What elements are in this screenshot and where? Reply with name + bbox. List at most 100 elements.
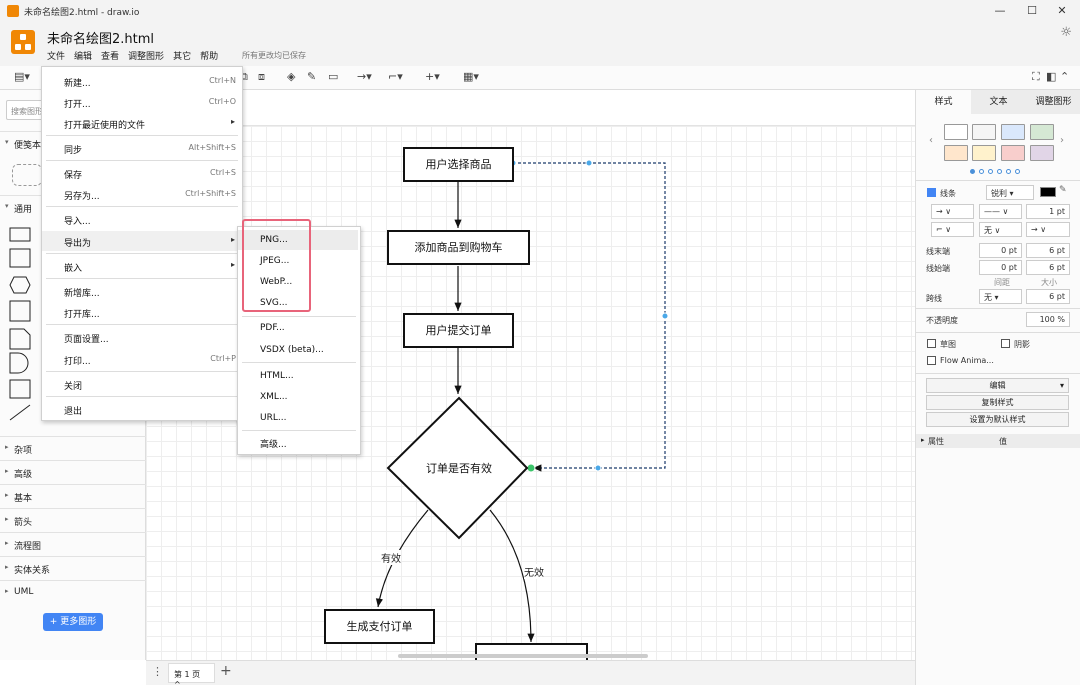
line-end-spacing-input[interactable]: 0 pt [979, 243, 1022, 258]
view-panels-icon[interactable]: ▤▾ [14, 70, 30, 83]
menu-item-open-recent[interactable]: 打开最近使用的文件▸ [64, 117, 235, 131]
export-pdf[interactable]: PDF... [260, 323, 285, 333]
connection-icon[interactable]: →▾ [357, 70, 372, 83]
pages-menu-icon[interactable]: ⋮ [152, 665, 163, 678]
section-flowchart[interactable]: ▸流程图 [0, 532, 146, 556]
collapse-icon[interactable]: ⌃ [1060, 70, 1070, 83]
menu-help[interactable]: 帮助 [200, 52, 219, 62]
section-advanced[interactable]: ▸高级 [0, 460, 146, 484]
tab-style[interactable]: 样式 [916, 90, 971, 114]
style-swatch[interactable] [944, 124, 968, 140]
line-color-swatch[interactable] [1040, 187, 1056, 197]
section-arrows[interactable]: ▸箭头 [0, 508, 146, 532]
menu-item-page-setup[interactable]: 页面设置... [64, 335, 109, 345]
general-shapes-icon[interactable] [8, 225, 42, 425]
section-misc[interactable]: ▸杂项 [0, 436, 146, 460]
fill-color-icon[interactable]: ◈ [287, 70, 296, 83]
copy-style-button[interactable]: 复制样式 [926, 395, 1069, 410]
line-start-spacing-input[interactable]: 0 pt [979, 260, 1022, 275]
shadow-icon[interactable]: ▭ [328, 70, 339, 83]
close-button[interactable]: ✕ [1057, 4, 1067, 17]
maximize-button[interactable]: ☐ [1027, 4, 1037, 17]
tab-arrange[interactable]: 调整图形 [1026, 90, 1080, 114]
jump-size-input[interactable]: 6 pt [1026, 289, 1070, 304]
style-swatch[interactable] [972, 124, 996, 140]
format-panel-icon[interactable]: ◧ [1046, 70, 1057, 83]
tab-text[interactable]: 文本 [971, 90, 1026, 114]
document-title[interactable]: 未命名绘图2.html [47, 32, 155, 47]
swatch-page-dot[interactable] [1006, 169, 1011, 174]
set-default-style-button[interactable]: 设置为默认样式 [926, 412, 1069, 427]
node-generate-payment[interactable]: 生成支付订单 [324, 609, 435, 644]
prev-swatches-icon[interactable]: ‹ [929, 135, 933, 146]
style-swatch[interactable] [972, 145, 996, 161]
line-start-size-input[interactable]: 6 pt [1026, 260, 1070, 275]
waypoints-icon[interactable]: ⌐▾ [388, 70, 403, 83]
node-order-valid-decision[interactable]: 订单是否有效 [426, 462, 492, 475]
section-basic[interactable]: ▸基本 [0, 484, 146, 508]
menu-item-exit[interactable]: 退出 [64, 407, 83, 417]
node-select-product[interactable]: 用户选择商品 [403, 147, 514, 182]
menu-item-open[interactable]: 打开...Ctrl+O [64, 97, 236, 110]
sketch-checkbox[interactable] [927, 339, 936, 348]
theme-toggle-icon[interactable]: ☼ [1060, 25, 1072, 40]
edit-select[interactable]: 编辑▾ [926, 378, 1069, 393]
menu-item-export-as[interactable]: 导出为▸ [42, 231, 242, 251]
jump-style-select[interactable]: 无 ▾ [979, 289, 1022, 304]
line-color-icon[interactable]: ✎ [307, 70, 317, 83]
line-end-select[interactable]: → ∨ [1026, 222, 1070, 237]
export-url[interactable]: URL... [260, 413, 287, 423]
node-add-to-cart[interactable]: 添加商品到购物车 [387, 230, 530, 265]
section-entity-relation[interactable]: ▸实体关系 [0, 556, 146, 580]
style-swatch[interactable] [1030, 145, 1054, 161]
export-html[interactable]: HTML... [260, 371, 294, 381]
style-swatch[interactable] [1001, 145, 1025, 161]
export-jpeg[interactable]: JPEG... [260, 256, 290, 266]
menu-arrange[interactable]: 调整图形 [128, 52, 165, 62]
export-vsdx[interactable]: VSDX (beta)... [260, 345, 324, 355]
opacity-input[interactable]: 100 % [1026, 312, 1070, 327]
line-style-select[interactable]: 锐利 ▾ [986, 185, 1034, 200]
properties-header[interactable]: ▸ 属性 值 [916, 434, 1080, 448]
line-end-size-input[interactable]: 6 pt [1026, 243, 1070, 258]
more-shapes-button[interactable]: + 更多图形 [43, 613, 103, 631]
add-page-icon[interactable]: + [220, 663, 232, 679]
minimize-button[interactable]: — [994, 4, 1006, 17]
shadow-checkbox[interactable] [1001, 339, 1010, 348]
menu-item-open-library[interactable]: 打开库... [64, 310, 100, 320]
node-partial-bottom[interactable] [475, 643, 588, 663]
to-front-icon[interactable]: ⧉ [240, 70, 248, 83]
swatch-page-dot[interactable] [997, 169, 1002, 174]
swatch-page-dot[interactable] [970, 169, 975, 174]
menu-item-print[interactable]: 打印...Ctrl+P [64, 354, 236, 367]
flow-animation-checkbox[interactable] [927, 356, 936, 365]
scratchpad-drop-area[interactable] [12, 164, 42, 186]
swatch-page-dot[interactable] [1015, 169, 1020, 174]
pattern-select[interactable]: → ∨ [931, 204, 974, 219]
menu-item-import[interactable]: 导入... [64, 217, 91, 227]
dash-select[interactable]: —— ∨ [979, 204, 1022, 219]
table-icon[interactable]: ▦▾ [463, 70, 479, 83]
fullscreen-icon[interactable]: ⛶ [1032, 70, 1040, 83]
to-back-icon[interactable]: ⧈ [258, 70, 265, 83]
export-webp[interactable]: WebP... [260, 277, 293, 287]
export-xml[interactable]: XML... [260, 392, 288, 402]
export-advanced[interactable]: 高级... [260, 440, 287, 450]
line-width-input[interactable]: 1 pt [1026, 204, 1070, 219]
edit-color-icon[interactable]: ✎ [1059, 185, 1067, 195]
menu-item-close[interactable]: 关闭 [64, 382, 83, 392]
menu-item-embed[interactable]: 嵌入▸ [64, 260, 235, 274]
menu-item-new-library[interactable]: 新增库... [64, 289, 100, 299]
menu-item-new[interactable]: 新建...Ctrl+N [64, 76, 236, 89]
horizontal-scrollbar[interactable] [398, 654, 648, 658]
waypoint-style-select[interactable]: ⌐ ∨ [931, 222, 974, 237]
menu-extras[interactable]: 其它 [173, 52, 192, 62]
style-swatch[interactable] [1030, 124, 1054, 140]
swatch-page-dot[interactable] [988, 169, 993, 174]
insert-icon[interactable]: +▾ [425, 70, 440, 83]
menu-edit[interactable]: 编辑 [74, 52, 93, 62]
swatch-page-dot[interactable] [979, 169, 984, 174]
node-submit-order[interactable]: 用户提交订单 [403, 313, 514, 348]
